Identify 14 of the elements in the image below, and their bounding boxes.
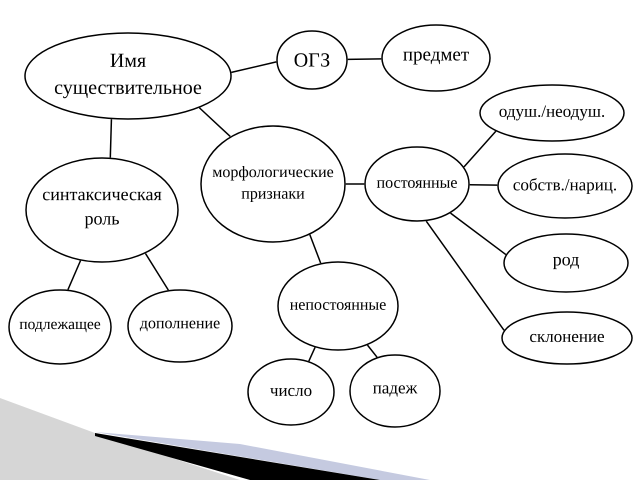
- connector-line: [346, 183, 364, 185]
- connector-line: [426, 220, 505, 331]
- connector-line: [144, 253, 169, 291]
- connector-line: [470, 184, 498, 186]
- connector-line: [309, 234, 322, 264]
- connector-line: [198, 107, 231, 138]
- connector-line: [348, 58, 382, 60]
- connector-line: [463, 130, 496, 168]
- connector-line: [110, 119, 112, 158]
- connector-line: [366, 344, 378, 358]
- connector-line: [308, 347, 316, 362]
- connector-line: [67, 260, 82, 290]
- connector-line: [450, 212, 506, 256]
- connector-line: [231, 61, 276, 74]
